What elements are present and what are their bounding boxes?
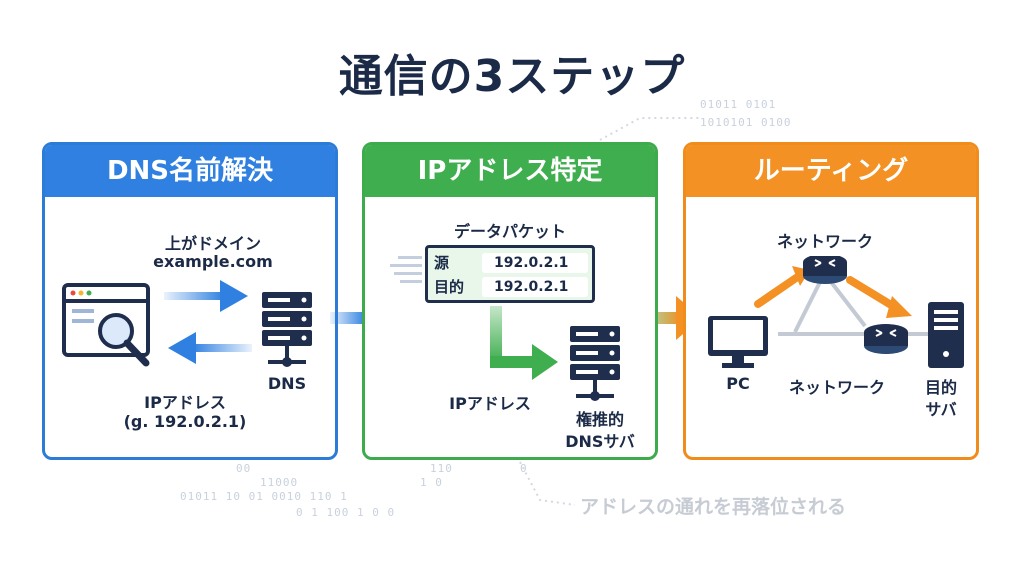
network-label-bottom: ネットワーク	[788, 378, 885, 397]
packet-source-value: 192.0.2.1	[482, 253, 588, 273]
panel-heading: IPアドレス特定	[365, 145, 655, 197]
panel-heading: DNS名前解決	[45, 145, 335, 197]
authoritative-server-label-2: DNSサバ	[565, 432, 635, 451]
data-packet: 源 192.0.2.1 目的 192.0.2.1	[425, 245, 595, 303]
packet-source-row: 源 192.0.2.1	[432, 252, 588, 274]
reply-ip-label: IPアドレス	[144, 393, 226, 412]
authoritative-server-label-1: 権推的	[575, 410, 624, 429]
query-domain-label: 上がドメイン	[164, 234, 261, 253]
packet-destination-row: 目的 192.0.2.1	[432, 276, 588, 298]
page-title: 通信の3ステップ	[338, 51, 686, 102]
authoritative-dns-server-icon	[570, 326, 620, 401]
packet-destination-value: 192.0.2.1	[482, 277, 588, 297]
request-response-arrows	[164, 280, 252, 364]
panel-heading: ルーティング	[686, 145, 976, 197]
pc-label: PC	[726, 374, 750, 393]
binary-decor: 01011 0101	[700, 98, 777, 111]
packet-label: データパケット	[453, 222, 566, 241]
green-bend-arrow	[490, 306, 558, 380]
footer-caption: アドレスの通れを再落位される	[580, 496, 847, 518]
dns-server-icon	[262, 292, 312, 367]
packet-destination-key: 目的	[434, 278, 465, 296]
dns-label: DNS	[267, 374, 307, 393]
binary-decor: 01011 10 01 0010 110 1	[180, 490, 348, 503]
packet-source-key: 源	[434, 254, 450, 272]
binary-decor: 1010101 0100	[700, 116, 792, 129]
destination-label-2: サバ	[925, 400, 957, 419]
routing-network-diagram	[708, 256, 964, 368]
reply-ip-value: (g. 192.0.2.1)	[123, 412, 247, 431]
binary-decor: 0 1 100 1 0 0	[296, 506, 396, 519]
binary-decor: 1 0	[420, 476, 443, 489]
network-label-top: ネットワーク	[776, 232, 873, 251]
speed-lines-icon	[390, 256, 422, 283]
query-domain-value: example.com	[153, 252, 273, 271]
destination-label-1: 目的	[924, 378, 957, 397]
panel-ip-identification: IPアドレス特定	[362, 142, 658, 460]
panel-routing: ルーティング	[683, 142, 979, 460]
binary-decor: 00	[236, 462, 252, 475]
ip-address-label: IPアドレス	[449, 394, 531, 413]
browser-search-icon	[62, 283, 150, 367]
binary-decor: 110	[430, 462, 453, 475]
binary-decor: 11000	[260, 476, 299, 489]
